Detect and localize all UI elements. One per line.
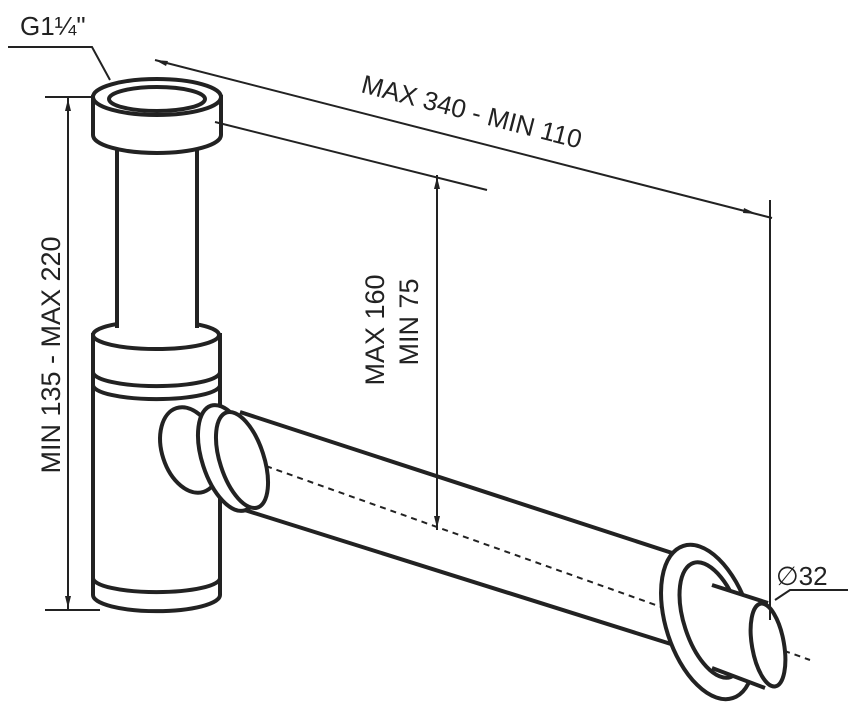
dimension-lines	[8, 46, 848, 620]
total-height-label: MIN 135 - MAX 220	[36, 236, 66, 473]
thread-size-label: G1¼"	[20, 11, 86, 41]
inlet-pipe	[115, 140, 199, 330]
thread-nut	[91, 77, 223, 155]
elbow-connector	[158, 403, 271, 513]
outlet-height-max-label: MAX 160	[360, 274, 390, 385]
outlet-height-min-label: MIN 75	[394, 278, 424, 365]
wall-flange	[659, 542, 788, 702]
diameter-label: ∅32	[776, 561, 828, 591]
